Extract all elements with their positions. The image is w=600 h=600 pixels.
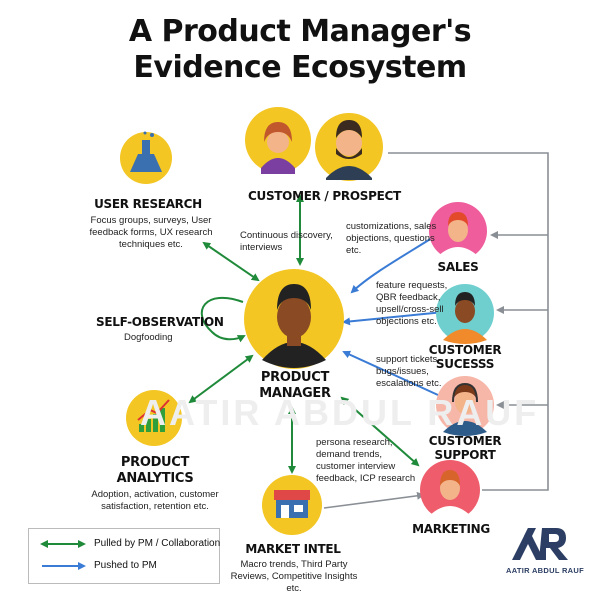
self-observation-label: SELF-OBSERVATION [96, 315, 224, 329]
watermark: AATIR ABDUL RAUF [140, 392, 540, 433]
storefront-icon [262, 475, 322, 535]
product-manager-icon [244, 269, 344, 369]
user-research-note: Focus groups, surveys, User feedback for… [89, 215, 213, 250]
pushed-arrows [342, 237, 445, 396]
customer-support-icon [436, 376, 494, 436]
customer-label: CUSTOMER / PROSPECT [248, 189, 401, 203]
self-observation-note: Dogfooding [124, 332, 173, 343]
marketing-note: persona research, demand trends, custome… [316, 437, 416, 484]
customer-note: Continuous discovery, interviews [240, 230, 333, 253]
marketing-label: MARKETING [412, 522, 490, 536]
page-title-line2: Evidence Ecosystem [133, 50, 467, 85]
arrow-self-observation [200, 296, 246, 343]
product-manager-label-1: PRODUCT [260, 370, 330, 385]
product-manager-label-2: MANAGER [259, 386, 331, 401]
bar-chart-icon [126, 390, 182, 446]
arrow-success [342, 311, 445, 326]
brand-name: AATIR ABDUL RAUF [506, 566, 584, 575]
legend [28, 528, 220, 584]
arrow-user-research [202, 241, 260, 282]
market-intel-note: Macro trends, Third Party Reviews, Compe… [230, 559, 358, 594]
brand-logo [512, 528, 568, 560]
sales-note: customizations, sales objections, questi… [346, 221, 437, 256]
connector-customer-line [388, 152, 549, 491]
gray-connectors [323, 152, 549, 509]
legend-pulled-label: Pulled by PM / Collaboration [94, 538, 221, 549]
user-research-label: USER RESEARCH [94, 197, 202, 211]
customer-success-label-2: SUCESSS [435, 357, 495, 371]
customer-success-label-1: CUSTOMER [428, 343, 502, 357]
product-analytics-label-1: PRODUCT [120, 455, 190, 470]
sales-icon [429, 202, 487, 262]
market-intel-label: MARKET INTEL [245, 542, 341, 556]
flask-icon [120, 131, 172, 184]
customer-support-label-1: CUSTOMER [428, 434, 502, 448]
arrow-sales [350, 237, 433, 294]
page-title-line1: A Product Manager's [128, 14, 472, 49]
product-analytics-label-2: ANALYTICS [116, 471, 194, 486]
arrow-analytics [188, 354, 254, 404]
connector-market [323, 491, 425, 509]
product-analytics-note: Adoption, activation, customer satisfact… [91, 489, 219, 512]
marketing-icon [420, 460, 480, 521]
customer-success-note: feature requests, QBR feedback, upsell/c… [376, 280, 448, 327]
arrow-marketing [340, 396, 420, 467]
pulled-arrows [188, 194, 420, 474]
legend-pushed-label: Pushed to PM [94, 560, 157, 571]
customer-success-icon [436, 284, 494, 344]
sales-label: SALES [437, 260, 479, 274]
customer-support-label-2: SUPPORT [434, 448, 496, 462]
customer-support-note: support tickets, bugs/issues, escalation… [376, 354, 442, 389]
arrow-support [342, 350, 439, 396]
customer-prospect-icon [245, 107, 383, 181]
